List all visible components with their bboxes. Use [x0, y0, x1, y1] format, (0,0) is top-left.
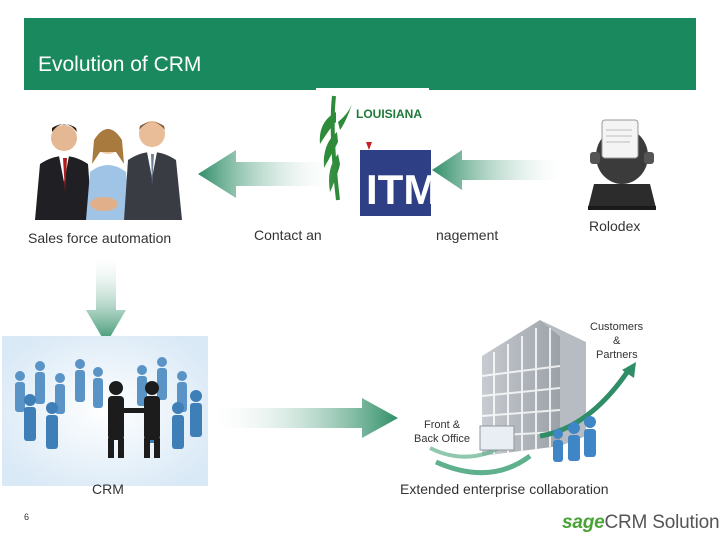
customers-label: Customers — [590, 321, 644, 333]
crowd-handshake-illustration — [2, 336, 208, 486]
ampersand-label: & — [613, 335, 621, 347]
sage-crm-logo: sageCRM Solutions — [562, 512, 720, 534]
rolodex-icon — [588, 119, 656, 210]
louisiana-text: LOUISIANA — [356, 107, 422, 121]
back-office-label: Back Office — [414, 433, 470, 445]
front-label: Front & — [424, 419, 461, 431]
sales-force-automation-label: Sales force automation — [28, 230, 172, 246]
contact-management-label-left: Contact an — [254, 227, 322, 243]
arrow-left-icon — [432, 150, 560, 190]
arrow-left-icon — [198, 150, 338, 198]
arrow-right-icon — [214, 398, 398, 438]
crm-label: CRM — [92, 481, 124, 497]
crm-solutions-brand: CRM Solutions — [604, 512, 720, 533]
title-bar — [24, 18, 696, 90]
people-handshake-photo — [35, 121, 182, 220]
itm-text: ITM — [366, 166, 431, 213]
rolodex-label: Rolodex — [589, 218, 641, 234]
extended-collaboration-label: Extended enterprise collaboration — [400, 481, 609, 497]
page-number: 6 — [24, 512, 30, 522]
partners-label: Partners — [596, 349, 638, 361]
sage-brand: sage — [562, 512, 605, 533]
slide-title: Evolution of CRM — [38, 53, 202, 76]
building-collaboration-illustration: Customers & Partners Front & Back Office — [414, 320, 644, 476]
contact-management-label-right: nagement — [436, 227, 499, 243]
arrow-down-icon — [86, 258, 126, 344]
